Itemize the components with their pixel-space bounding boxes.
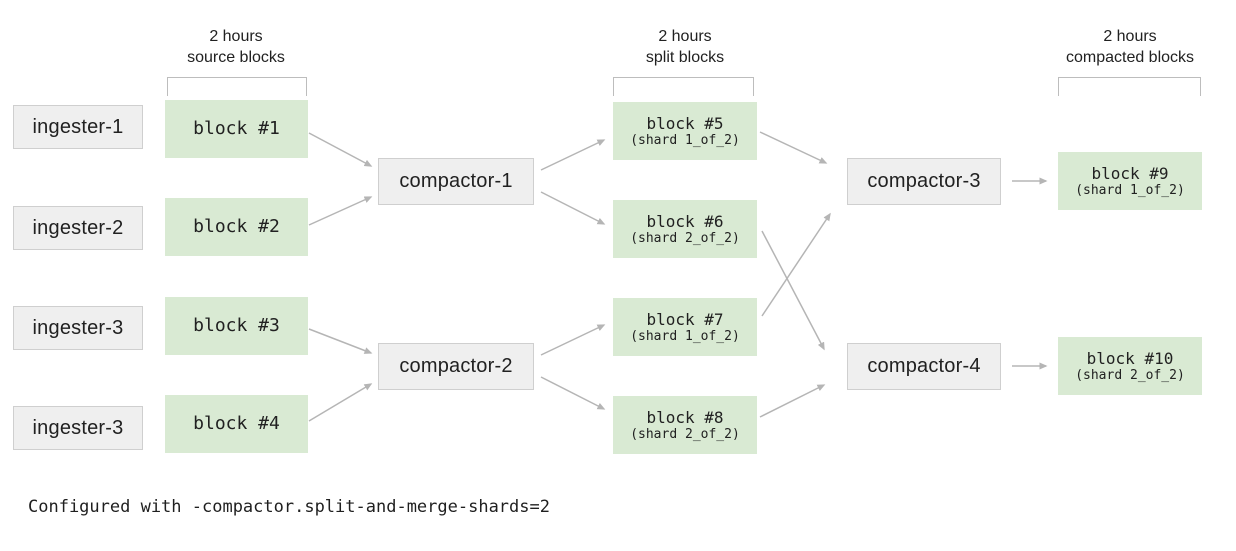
split-block-8-label: block #8 bbox=[646, 407, 724, 427]
source-block-3: block #3 bbox=[165, 297, 308, 355]
header-source-blocks: 2 hours source blocks bbox=[136, 26, 336, 68]
duration-bracket-split bbox=[613, 77, 754, 96]
compactor-2-box: compactor-2 bbox=[378, 343, 534, 390]
duration-bracket-source bbox=[167, 77, 307, 96]
edge-compactor-1-to-block-6 bbox=[540, 191, 606, 225]
split-block-8: block #8 (shard 2_of_2) bbox=[613, 396, 757, 454]
ingester-2-label: ingester-2 bbox=[32, 216, 124, 239]
duration-bracket-compacted bbox=[1058, 77, 1201, 96]
header-compacted-blocks: 2 hours compacted blocks bbox=[1030, 26, 1230, 68]
split-block-5: block #5 (shard 1_of_2) bbox=[613, 102, 757, 160]
ingester-3-box: ingester-3 bbox=[13, 306, 143, 350]
compacted-block-9: block #9 (shard 1_of_2) bbox=[1058, 152, 1202, 210]
compacted-block-10: block #10 (shard 2_of_2) bbox=[1058, 337, 1202, 395]
source-block-2: block #2 bbox=[165, 198, 308, 256]
split-block-5-label: block #5 bbox=[646, 113, 724, 133]
config-caption: Configured with -compactor.split-and-mer… bbox=[28, 497, 550, 517]
header-source-blocks-line1: 2 hours bbox=[209, 28, 263, 45]
source-block-3-label: block #3 bbox=[193, 315, 280, 336]
source-block-4-label: block #4 bbox=[193, 413, 280, 434]
compactor-1-box: compactor-1 bbox=[378, 158, 534, 205]
compactor-1-label: compactor-1 bbox=[399, 170, 513, 192]
edge-block-8-to-compactor-4 bbox=[759, 384, 826, 418]
compacted-block-10-label: block #10 bbox=[1086, 348, 1174, 368]
compactor-4-box: compactor-4 bbox=[847, 343, 1001, 390]
edge-block-1-to-compactor-1 bbox=[308, 132, 373, 167]
edge-compactor-1-to-block-5 bbox=[540, 139, 606, 171]
edge-block-4-to-compactor-2 bbox=[308, 383, 373, 422]
compactor-2-label: compactor-2 bbox=[399, 355, 513, 377]
header-split-blocks-line1: 2 hours bbox=[658, 28, 712, 45]
edge-block-3-to-compactor-2 bbox=[308, 328, 373, 354]
compactor-3-label: compactor-3 bbox=[867, 170, 981, 192]
compactor-3-box: compactor-3 bbox=[847, 158, 1001, 205]
header-source-blocks-line2: source blocks bbox=[187, 49, 285, 66]
edge-block-2-to-compactor-1 bbox=[308, 196, 373, 226]
edge-block-6-to-compactor-4 bbox=[761, 230, 825, 351]
split-block-7-label: block #7 bbox=[646, 309, 724, 329]
split-block-7-shard: (shard 1_of_2) bbox=[630, 328, 740, 344]
compacted-block-9-shard: (shard 1_of_2) bbox=[1075, 182, 1185, 198]
header-split-blocks: 2 hours split blocks bbox=[585, 26, 785, 68]
split-block-6-shard: (shard 2_of_2) bbox=[630, 230, 740, 246]
header-compacted-blocks-line2: compacted blocks bbox=[1065, 49, 1195, 66]
edge-compactor-2-to-block-8 bbox=[540, 376, 606, 410]
source-block-1-label: block #1 bbox=[193, 118, 280, 139]
source-block-2-label: block #2 bbox=[193, 216, 280, 237]
split-block-6-label: block #6 bbox=[646, 211, 724, 231]
ingester-4-box: ingester-3 bbox=[13, 406, 143, 450]
header-compacted-blocks-line1: 2 hours bbox=[1103, 28, 1157, 45]
split-block-5-shard: (shard 1_of_2) bbox=[630, 132, 740, 148]
compacted-block-9-label: block #9 bbox=[1091, 163, 1169, 183]
ingester-1-label: ingester-1 bbox=[32, 115, 124, 138]
source-block-4: block #4 bbox=[165, 395, 308, 453]
edge-block-7-to-compactor-3 bbox=[761, 212, 831, 317]
ingester-2-box: ingester-2 bbox=[13, 206, 143, 250]
edge-compactor-2-to-block-7 bbox=[540, 324, 606, 356]
ingester-4-label: ingester-3 bbox=[32, 416, 124, 439]
split-block-7: block #7 (shard 1_of_2) bbox=[613, 298, 757, 356]
header-split-blocks-line2: split blocks bbox=[645, 49, 725, 66]
source-block-1: block #1 bbox=[165, 100, 308, 158]
split-block-6: block #6 (shard 2_of_2) bbox=[613, 200, 757, 258]
ingester-1-box: ingester-1 bbox=[13, 105, 143, 149]
compacted-block-10-shard: (shard 2_of_2) bbox=[1075, 367, 1185, 383]
split-block-8-shard: (shard 2_of_2) bbox=[630, 426, 740, 442]
compactor-4-label: compactor-4 bbox=[867, 355, 981, 377]
edge-block-5-to-compactor-3 bbox=[759, 131, 828, 164]
ingester-3-label: ingester-3 bbox=[32, 316, 124, 339]
